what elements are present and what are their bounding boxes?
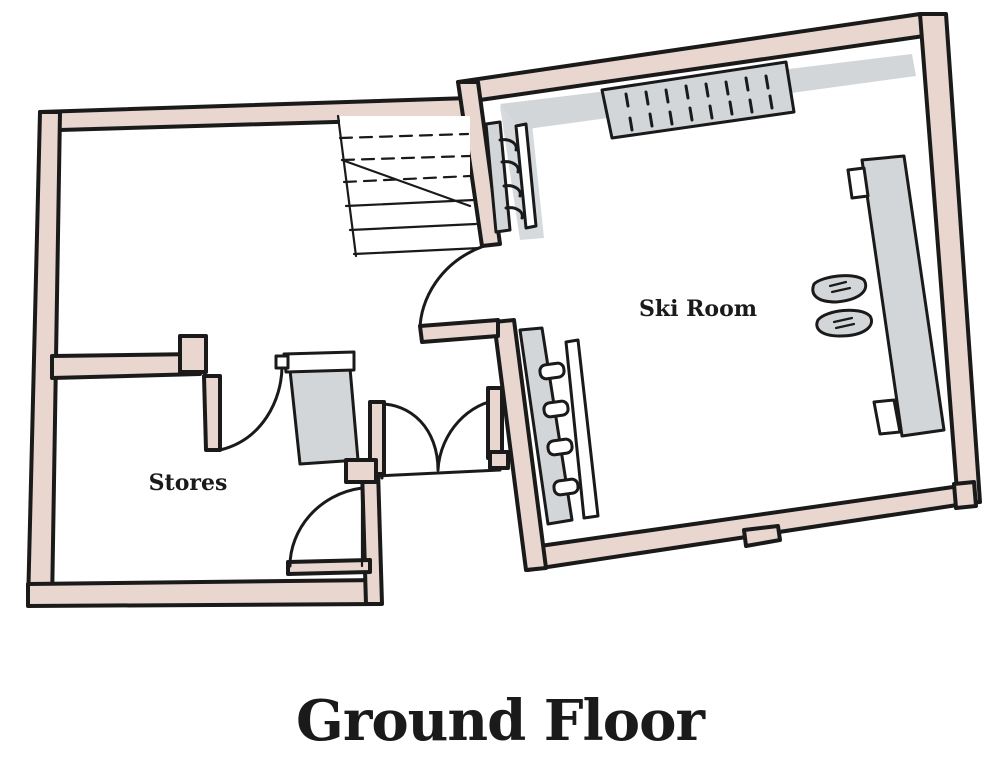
wall-ski-corner <box>952 480 978 510</box>
wall-ski-tab <box>742 524 782 548</box>
ski-room-walls <box>418 12 982 572</box>
double-door-jamb-right <box>486 386 504 460</box>
door-ski-room <box>418 244 486 332</box>
wall-stores-right <box>202 374 222 452</box>
cupboard-grey <box>288 366 360 466</box>
cupboard <box>274 350 378 484</box>
room-label-ski-room: Ski Room <box>639 296 757 322</box>
wall-corridor-stub <box>418 318 500 344</box>
doors <box>218 244 510 568</box>
boots-icon <box>811 274 873 338</box>
staircase-icon <box>336 114 482 258</box>
wall-stores-top <box>50 352 202 380</box>
cupboard-base <box>344 458 378 484</box>
door-stores-lower <box>288 486 364 568</box>
ski-rack-small-icon <box>484 120 538 234</box>
door-stores-upper <box>218 364 284 452</box>
room-label-stores: Stores <box>149 470 228 496</box>
wall-stores-door-stub <box>286 558 372 576</box>
ski-room-furniture <box>484 54 946 526</box>
wall-ski-right <box>918 12 982 506</box>
left-block-walls <box>26 96 472 608</box>
boot-rack-icon <box>518 326 600 526</box>
double-door-post <box>488 450 510 470</box>
wall-stores-stub <box>178 334 208 374</box>
wall-ski-left-lower <box>492 318 548 572</box>
wall-stores-east <box>360 468 384 606</box>
ski-rack-icon <box>600 60 796 140</box>
wall-bottom <box>26 578 382 608</box>
bench <box>846 154 946 438</box>
page-title: Ground Floor <box>296 688 705 754</box>
double-door <box>374 398 502 472</box>
